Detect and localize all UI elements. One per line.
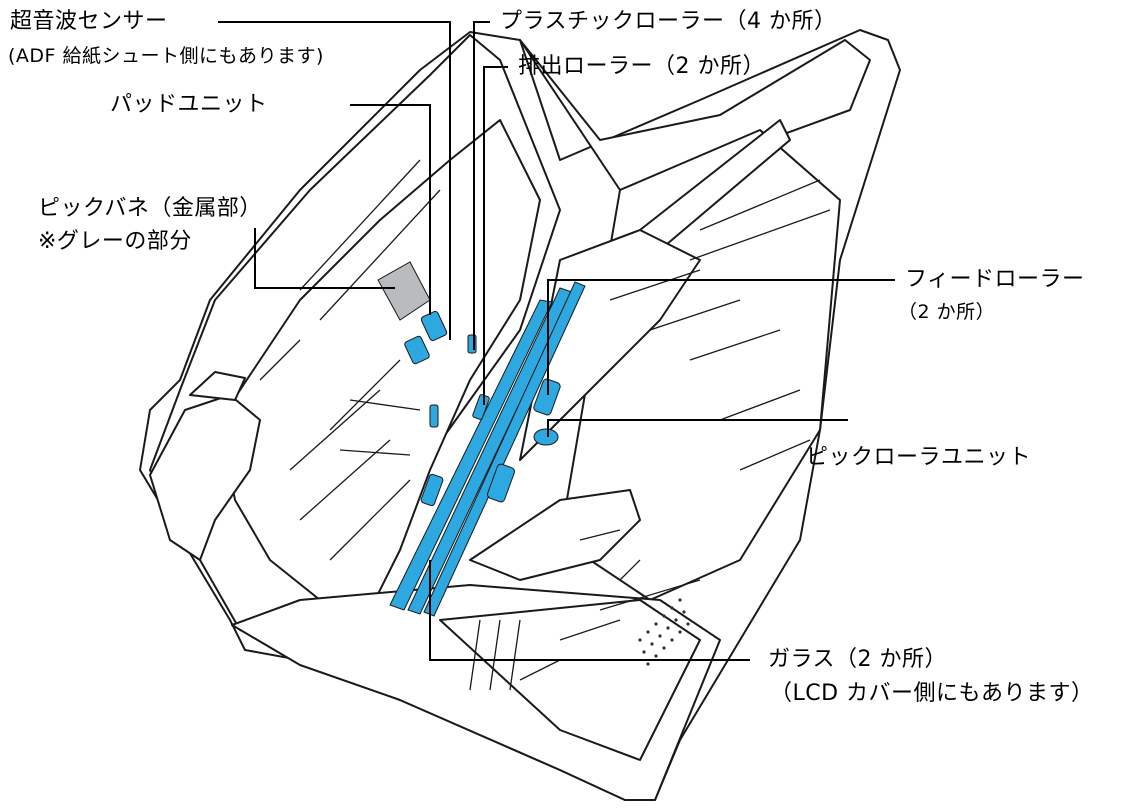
callout-lines: [218, 21, 895, 661]
eject-roller-2: [420, 473, 444, 507]
callout-ultrasonic-sensor: [218, 21, 451, 340]
label-pick-spring: ピックバネ（金属部）: [38, 196, 262, 221]
rollers: [404, 310, 561, 507]
label-feed-roller: フィードローラー: [905, 267, 1085, 292]
scanner-detail-lines: [259, 159, 831, 691]
eject-roller-1: [472, 394, 490, 420]
pad-roller-2: [404, 335, 430, 365]
pick-roller: [533, 428, 559, 446]
label-ultrasonic-sensor: 超音波センサー: [10, 9, 168, 34]
plastic-roller-2: [429, 404, 439, 428]
callout-pick-roller-unit: [547, 419, 848, 437]
callout-eject-roller: [483, 66, 508, 405]
scanner-body: [139, 29, 901, 801]
callout-glass: [429, 560, 750, 661]
label-eject-roller: 排出ローラー（2 か所）: [518, 54, 765, 79]
vent-grille: [638, 598, 690, 666]
feed-roller-1: [533, 378, 561, 416]
feed-roller-2: [487, 463, 515, 503]
label-pick-spring-note: ※グレーの部分: [38, 229, 192, 254]
callout-feed-roller: [547, 279, 895, 395]
label-pick-roller-unit: ピックローラユニット: [806, 445, 1032, 470]
label-feed-roller-count: （2 か所）: [898, 301, 996, 323]
label-pad-unit: パッドユニット: [110, 92, 268, 117]
label-glass: ガラス（2 か所）: [768, 647, 948, 672]
pad-roller-1: [420, 310, 448, 342]
label-glass-note: （LCD カバー側にもあります）: [770, 681, 1094, 706]
callout-plastic-roller: [473, 21, 490, 350]
callout-pad-unit: [350, 104, 431, 315]
callout-pick-spring: [254, 228, 395, 289]
label-ultrasonic-sensor-note: (ADF 給紙シュート側にもあります): [8, 45, 324, 67]
label-plastic-roller: プラスチックローラー（4 か所）: [500, 9, 837, 34]
glass-strips: [389, 281, 586, 617]
